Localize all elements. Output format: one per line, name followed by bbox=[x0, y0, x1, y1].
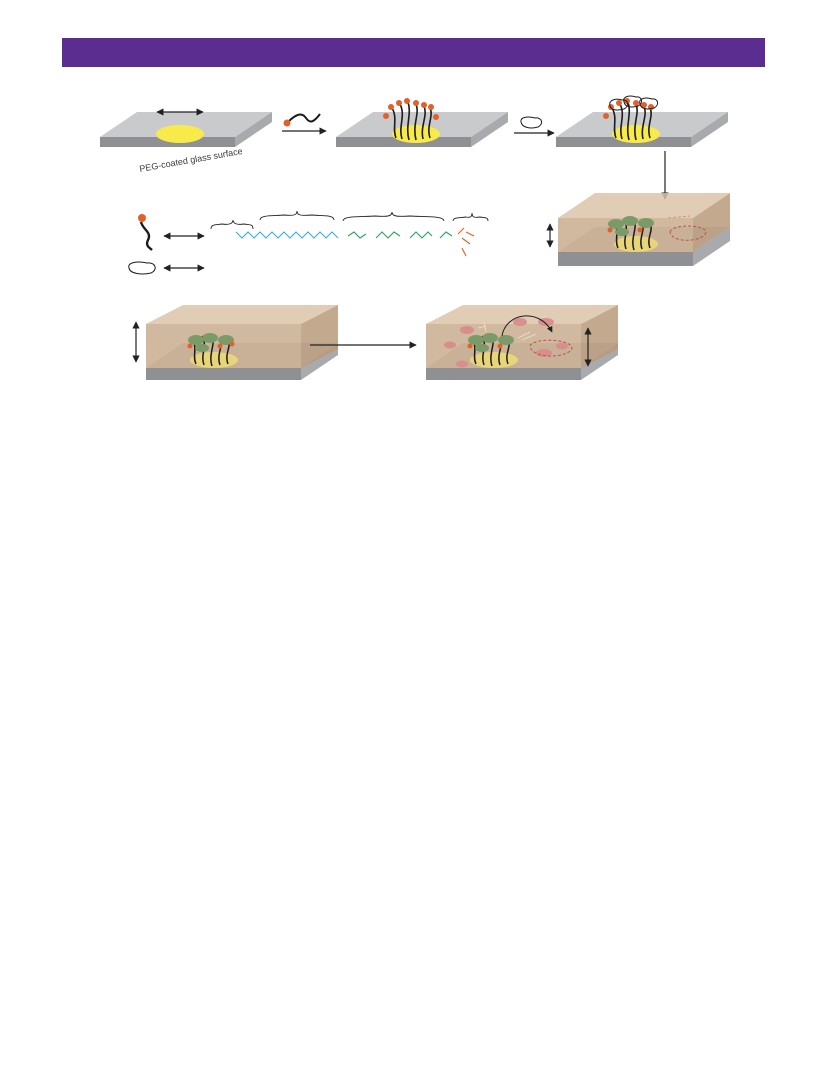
panel-gel-diffusion bbox=[426, 305, 618, 380]
schematic-diagram: PEG-coated glass surface bbox=[100, 95, 730, 380]
legend-row bbox=[128, 210, 489, 275]
yellow-spot bbox=[156, 125, 204, 143]
panel-bare-glass: PEG-coated glass surface bbox=[100, 108, 272, 174]
glass-top bbox=[100, 112, 272, 137]
step-arrow-1 bbox=[282, 113, 327, 135]
loop-arrow-icon bbox=[529, 339, 573, 357]
panel-tethers-proteins bbox=[556, 95, 728, 147]
brace-icon bbox=[452, 212, 489, 222]
protein-outline-icon bbox=[520, 116, 543, 129]
surface-label: PEG-coated glass surface bbox=[139, 146, 244, 174]
brace-icon bbox=[210, 219, 254, 230]
gel-top bbox=[558, 193, 730, 218]
tether-molecule-icon bbox=[139, 221, 153, 251]
panel-gel-embedded bbox=[546, 193, 730, 266]
panel-gel-block bbox=[132, 305, 338, 380]
brace-icon bbox=[259, 210, 335, 221]
step-arrow-2 bbox=[514, 116, 555, 137]
protein-outline-icon bbox=[128, 261, 156, 275]
glass-side bbox=[235, 112, 272, 147]
tether-cluster bbox=[391, 101, 432, 141]
zigzag-chain-icon bbox=[347, 231, 453, 239]
header-band bbox=[62, 38, 765, 67]
zigzag-chain-icon bbox=[457, 227, 475, 257]
zigzag-chain-icon bbox=[235, 231, 339, 239]
protein-outlines bbox=[609, 95, 659, 111]
tether-molecule-icon bbox=[287, 113, 321, 123]
brace-icon bbox=[342, 211, 445, 222]
loop-arrow-icon bbox=[669, 225, 707, 241]
tether-heads bbox=[383, 98, 439, 120]
gel-side bbox=[693, 193, 730, 252]
glass-front bbox=[100, 137, 235, 147]
panel-tethers bbox=[336, 98, 508, 147]
loop-arrow-icon bbox=[501, 315, 553, 337]
